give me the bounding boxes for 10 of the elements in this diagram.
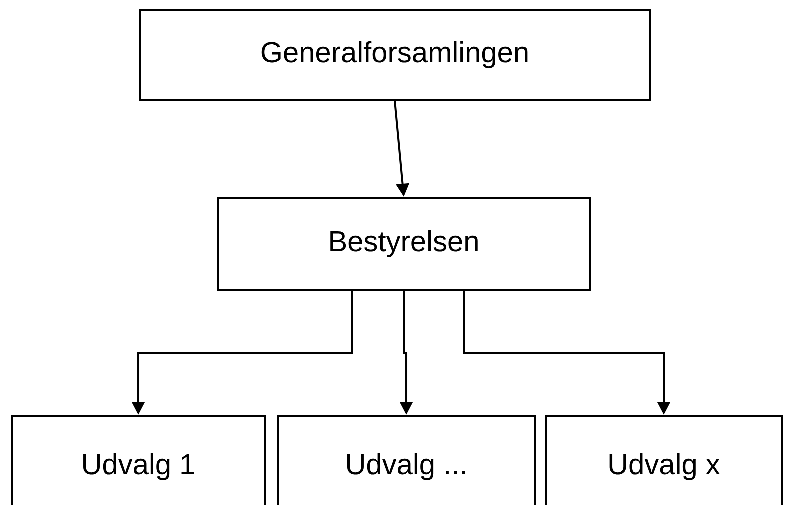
box <box>545 414 783 505</box>
box <box>277 414 536 505</box>
box <box>139 9 651 101</box>
box <box>217 197 591 291</box>
box-label: Bestyrelsen <box>330 230 478 258</box>
box <box>11 414 266 505</box>
box-label: Udvalg 1 <box>84 453 194 480</box>
box-label: Udvalg ... <box>348 453 466 480</box>
box-label: Generalforsamlingen <box>262 41 528 68</box>
box-label: Udvalg x <box>610 453 720 480</box>
